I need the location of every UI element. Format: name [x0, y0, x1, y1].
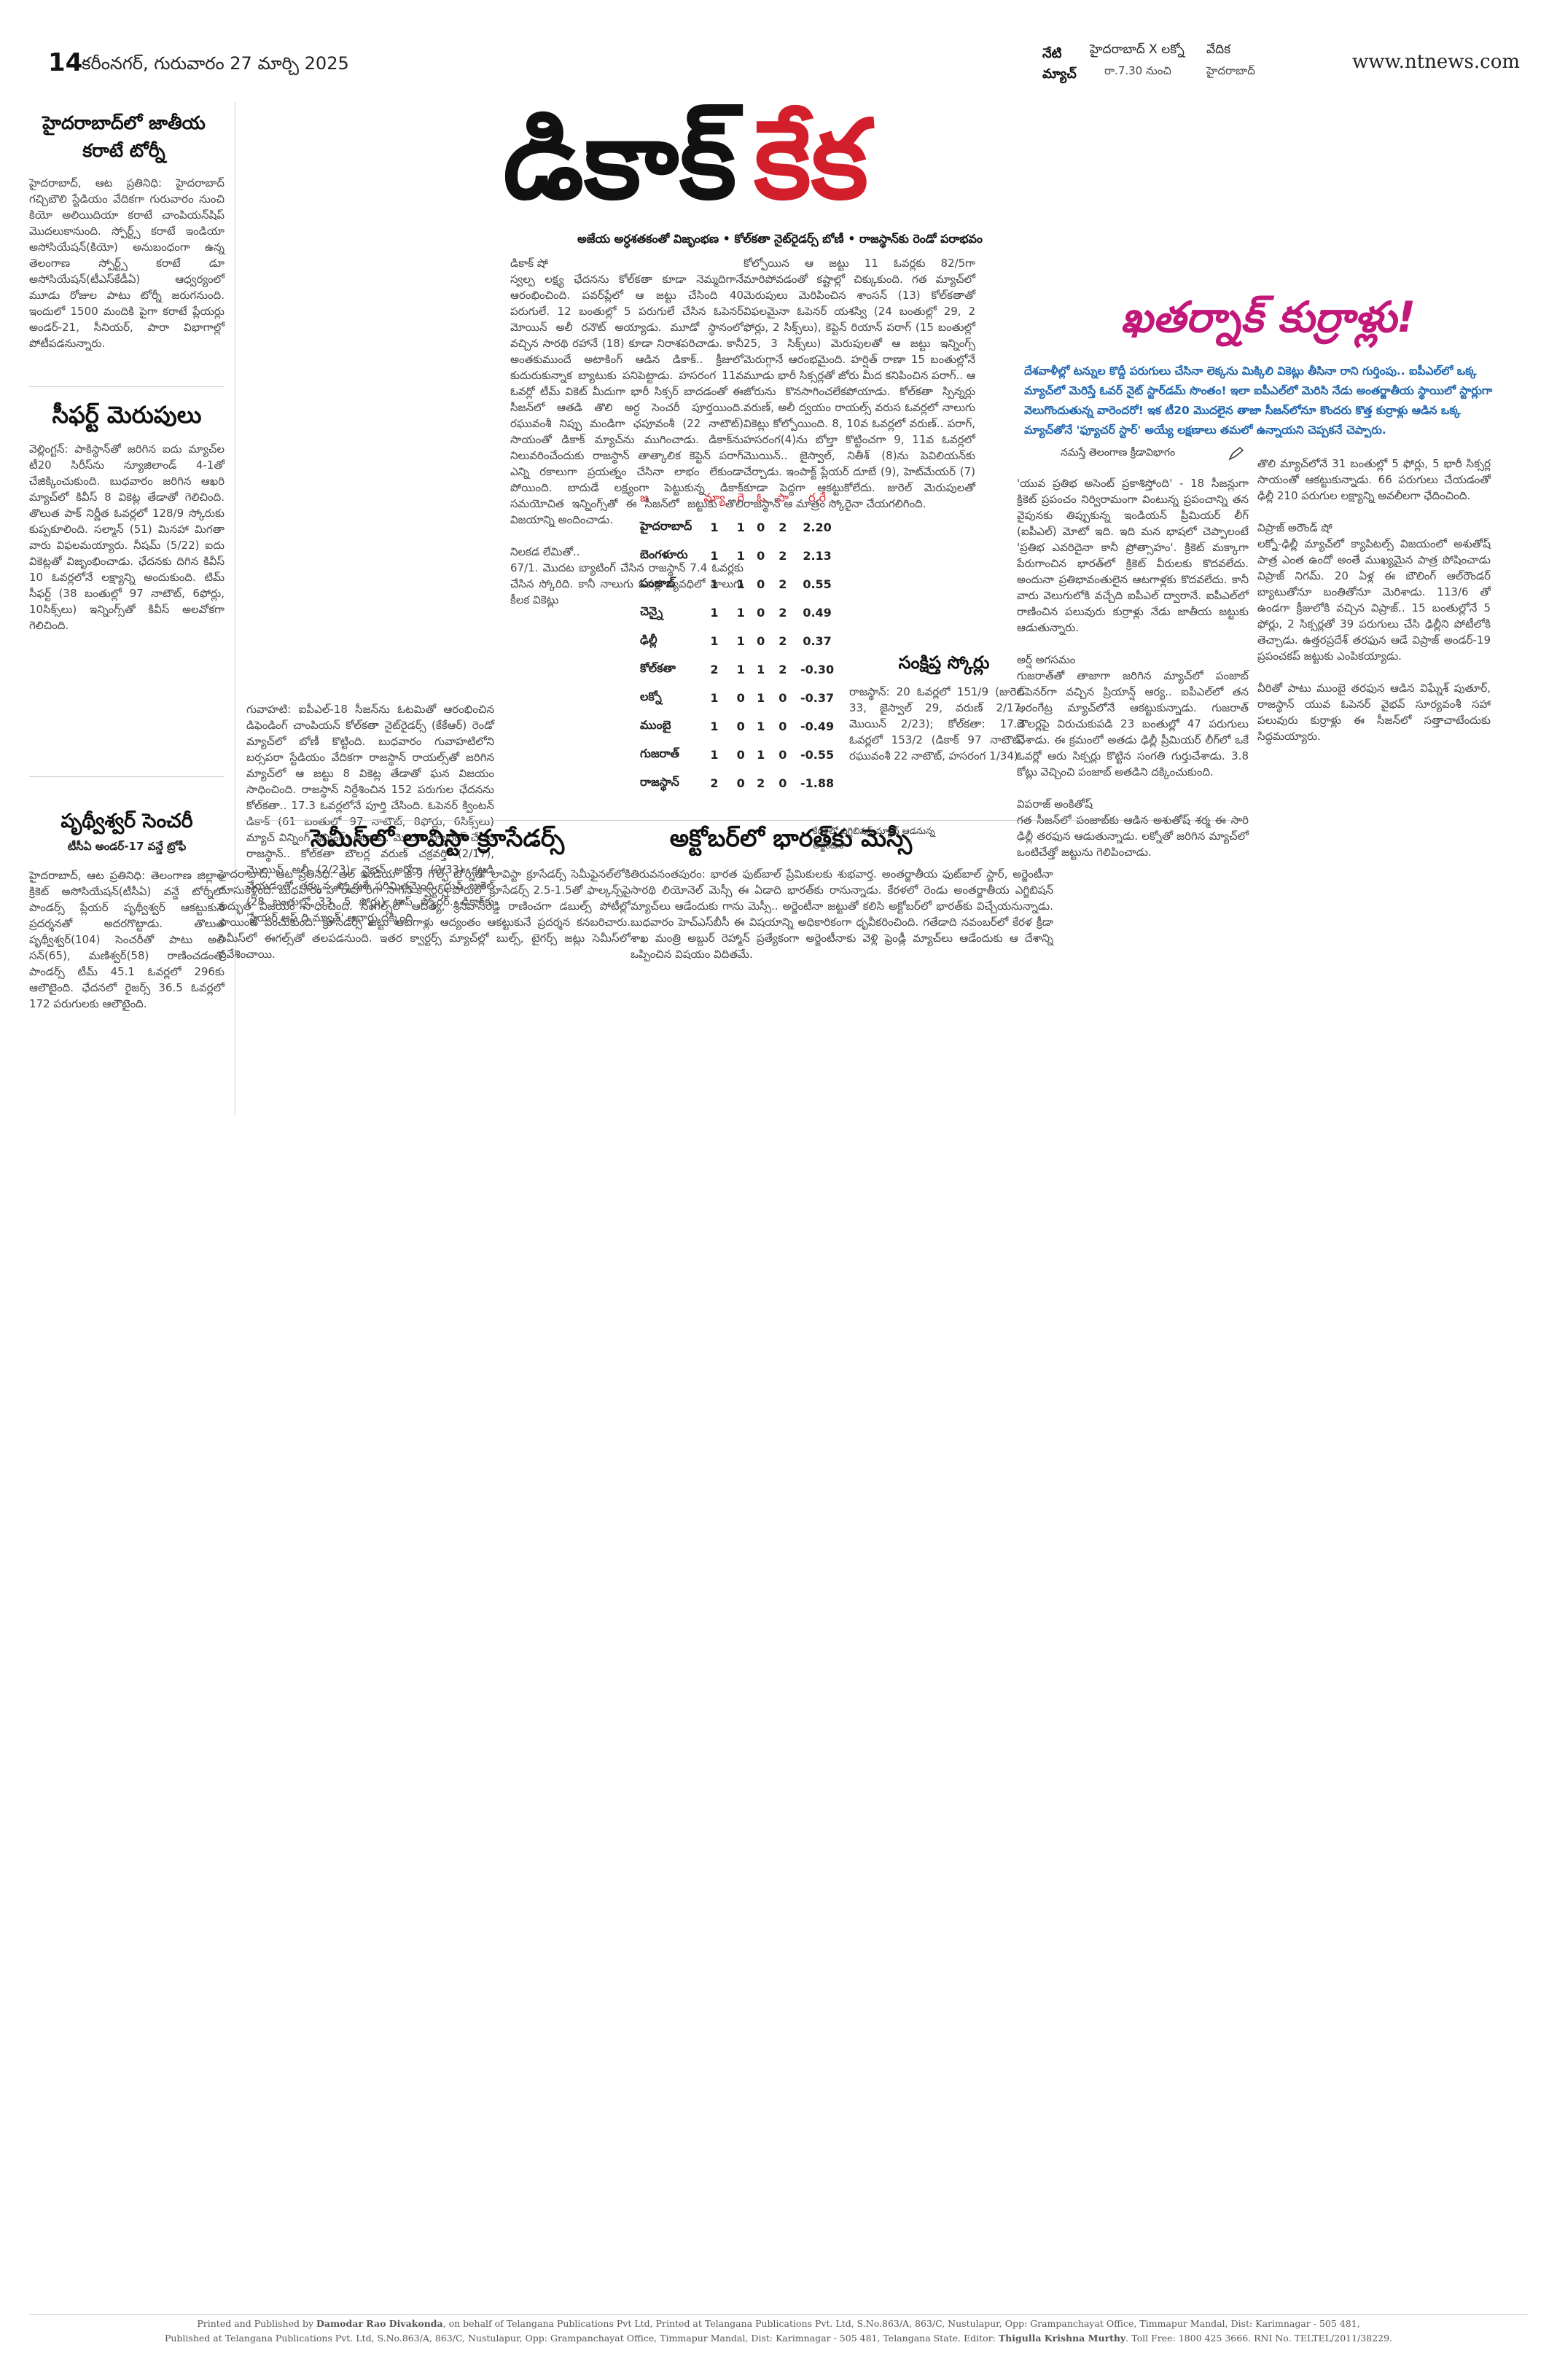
col-head-team: జ: [640, 491, 649, 504]
feature-headline: ఖతర్నాక్ కుర్రాళ్లు!: [1120, 292, 1416, 342]
sub-story-headline: అక్టోబర్‌లో భారత్‌కు మెస్సీ: [669, 824, 913, 852]
story-headline: హైదరాబాద్‌లో జాతీయ కరాటే టోర్నీ: [42, 112, 206, 161]
publisher-name: Damodar Rao Divakonda: [316, 2318, 443, 2329]
photo-area: [244, 262, 503, 692]
main-headline-part2: కేక: [754, 97, 869, 224]
main-story-col1: డికాక్ షో స్వల్ప లక్ష్య ఛేదనను కోల్‌కతా …: [510, 257, 744, 606]
dateline: కరీంనగర్, గురువారం 27 మార్చి 2025: [82, 53, 349, 74]
main-story-intro: గువాహటి: ఐపీఎల్-18 సీజన్‌ను ఓటమితో ఆరంభి…: [246, 703, 494, 924]
venue-label: వేదిక: [1206, 42, 1230, 57]
imprint-line-2: Published at Telangana Publications Pvt.…: [44, 2331, 1513, 2346]
venue: హైదరాబాద్: [1206, 64, 1255, 77]
divider: [29, 386, 225, 387]
website[interactable]: www.ntnews.com: [1352, 51, 1521, 73]
divider: [29, 776, 225, 777]
today-match: హైదరాబాద్ X లక్నో: [1090, 42, 1185, 57]
points-table-header: జ మ్యా గె ఓ పా ర.రే: [634, 485, 840, 513]
imprint-text: Published at Telangana Publications Pvt.…: [164, 2333, 999, 2344]
sub-story-body: తిరువనంతపురం: భారత ఫుట్‌బాల్ ప్రేమికులకు…: [631, 867, 1053, 961]
sub-story-body: హైదరాబాద్, ఆట ప్రతినిధి: ఆల్ ఇండియా జీ-9…: [219, 867, 631, 961]
imprint-text: Printed and Published by: [197, 2318, 317, 2329]
footer-rule: [29, 2314, 1528, 2315]
feature-deck: దేశవాళీల్లో టన్నుల కొద్దీ పరుగులు చేసినా…: [1024, 364, 1493, 437]
divider: [244, 820, 1243, 821]
feature-col2: తొలి మ్యాచ్‌లోనే 31 బంతుల్లో 5 ఫోర్లు, 5…: [1257, 457, 1491, 743]
main-subhead: అజేయ అర్ధశతకంతో విజృంభణ • కోల్‌కతా నైట్‌…: [577, 232, 983, 246]
story-body: హైదరాబాద్, ఆట ప్రతినిధి: హైదరాబాద్ గచ్చి…: [29, 176, 225, 350]
page-number: 14: [48, 48, 83, 77]
story-body: వెల్లింగ్టన్: పాకిస్థాన్‌తో జరిగిన ఐదు మ…: [29, 442, 225, 632]
match-time: రా.7.30 నుంచి: [1104, 64, 1171, 77]
feature-byline: నమస్తే తెలంగాణ క్రీడావిభాగం: [1061, 447, 1176, 459]
byline-pen-icon: [1228, 446, 1244, 461]
today-match-label: నేటి మ్యాచ్: [1042, 46, 1077, 82]
sub-story-headline: సెమీస్‌లో లావిస్టా క్రూసేడర్స్: [310, 824, 565, 852]
editor-name: Thigulla Krishna Murthy: [998, 2333, 1126, 2344]
scores-box-title: సంక్షిప్త స్కోర్లు: [898, 652, 990, 673]
main-story-col2: కోల్పోయిన ఆ జట్టు 11 ఓవర్లకు 82/5గా మారి…: [744, 257, 975, 510]
col-head-points: పా: [776, 491, 789, 504]
scores-box-body: రాజస్థాన్: 20 ఓవర్లలో 151/9 (జురెల్ 33, …: [849, 685, 1024, 762]
col-head-won: గె: [737, 491, 744, 504]
col-head-matches: మ్యా: [703, 491, 725, 504]
imprint-line-1: Printed and Published by Damodar Rao Div…: [44, 2317, 1513, 2331]
story-headline: పృథ్వీశ్వర్ సెంచరీ: [61, 810, 193, 832]
feature-col1: 'యువ ప్రతిభ అసెంట్ ప్రకాశిస్తోంది' - 18 …: [1017, 477, 1249, 859]
imprint-text: , on behalf of Telangana Publications Pv…: [442, 2318, 1360, 2329]
sub-story-kicker: కేరళలో ఎగ్జిబిషన్ మ్యాచ్ ఆడనున్న అర్జెంట…: [813, 825, 935, 851]
col-head-nrr: ర.రే: [808, 491, 827, 504]
story-kicker: టీసీఏ అండర్-17 వన్డే ట్రోఫీ: [67, 840, 187, 853]
story-body: హైదరాబాద్, ఆట ప్రతినిధి: తెలంగాణ జిల్లాల…: [29, 869, 225, 1010]
imprint-text: . Toll Free: 1800 425 3666. RNI No. TELT…: [1125, 2333, 1393, 2344]
col-head-lost: ఓ: [756, 491, 765, 504]
main-headline-part1: డికాక్: [503, 97, 737, 224]
main-headline: డికాక్కేక: [503, 87, 1028, 241]
story-headline: సీఫర్ట్ మెరుపులు: [52, 401, 202, 429]
